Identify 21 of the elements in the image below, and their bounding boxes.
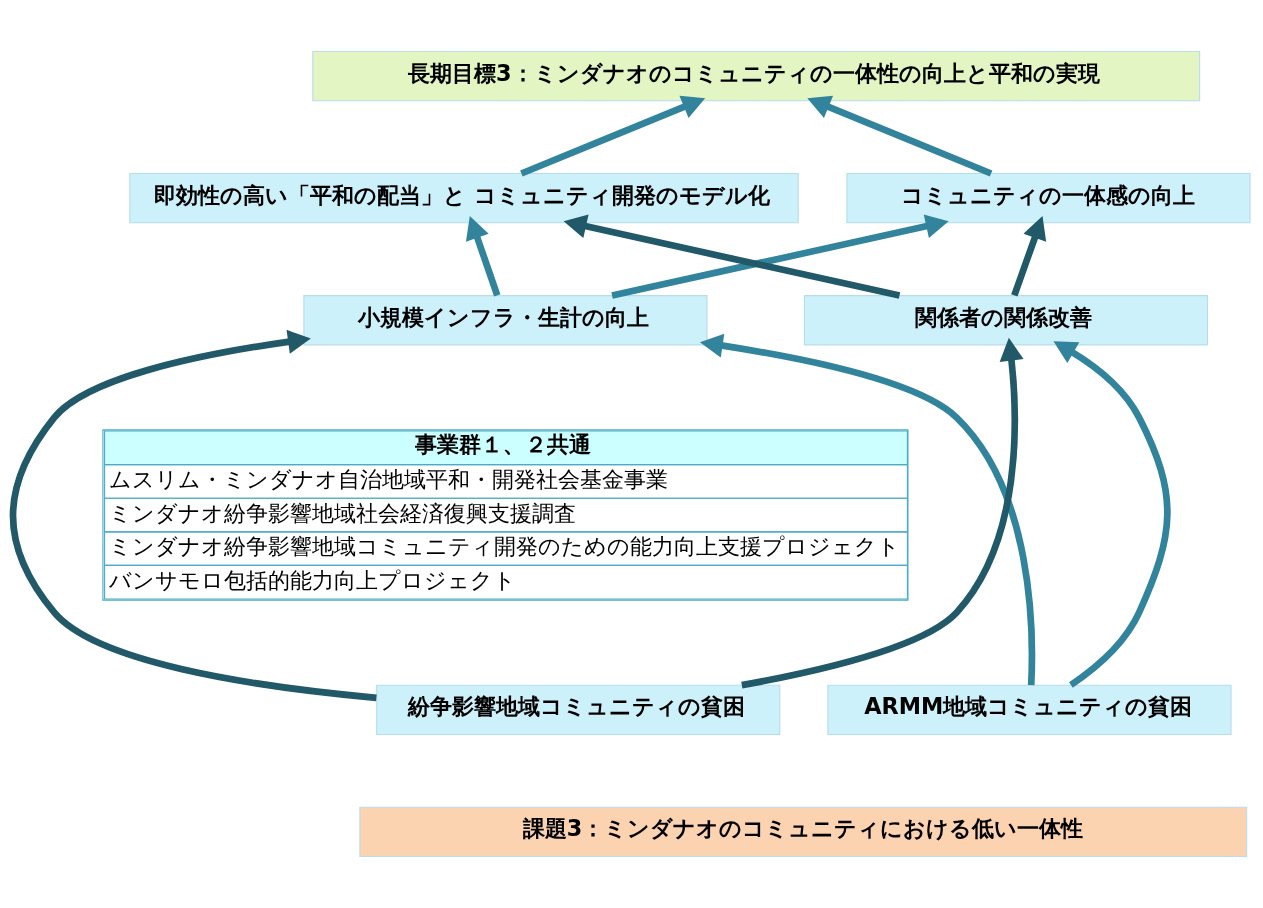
arrow: [807, 95, 993, 177]
node-box: 紛争影響地域コミュニティの貧困: [376, 684, 781, 736]
arrow: [9, 329, 377, 702]
node-box: ARMM地域コミュニティの貧困: [827, 684, 1232, 736]
arrow: [699, 333, 1036, 686]
node-box: 関係者の関係改善: [803, 295, 1209, 346]
arrow: [1011, 216, 1047, 297]
label: 事業群１、２共通: [414, 431, 591, 458]
node-box: 即効性の高い「平和の配当」と コミュニティ開発のモデル化: [129, 172, 799, 224]
label: ミンダナオ紛争影響地域コミュニティ開発のための能力向上支援プロジェクト: [109, 533, 901, 560]
arrow: [520, 95, 706, 177]
arrow: [465, 216, 501, 297]
node-box: 課題3：ミンダナオのコミュニティにおける低い一体性: [359, 806, 1248, 858]
node-box: コミュニティの一体感の向上: [846, 172, 1251, 224]
arrow: [1053, 341, 1171, 688]
arrow: [741, 337, 1024, 689]
node-box: 小規模インフラ・生計の向上: [303, 295, 708, 346]
label: ムスリム・ミンダナオ自治地域平和・開発社会基金事業: [109, 466, 669, 493]
node-box: 長期目標3：ミンダナオのコミュニティの一体性の向上と平和の実現: [312, 50, 1201, 102]
label: ミンダナオ紛争影響地域社会経済復興支援調査: [109, 499, 577, 526]
label: バンサモロ包括的能力向上プロジェクト: [109, 566, 517, 593]
